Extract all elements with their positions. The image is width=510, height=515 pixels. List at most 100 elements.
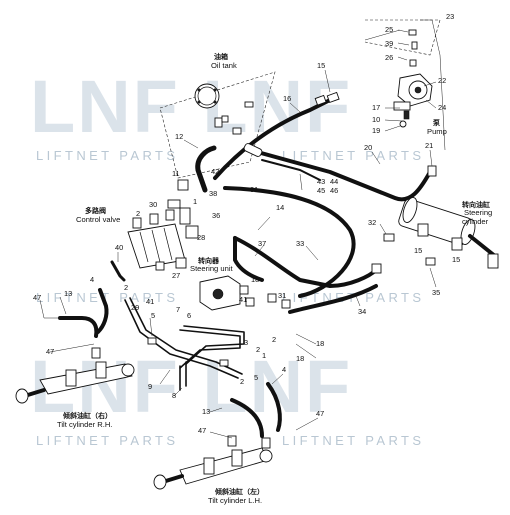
callout-18c: 18	[296, 354, 304, 363]
hose-12	[195, 145, 217, 193]
callout-31b: 31	[278, 291, 286, 300]
callout-47d: 47	[316, 409, 324, 418]
callout-9: 9	[148, 382, 152, 391]
callout-4b: 4	[282, 365, 286, 374]
callout-numbers: 23 25 39 26 22 24 17 10 19 15 16 20 21 1…	[33, 12, 460, 435]
callout-19: 19	[372, 126, 380, 135]
callout-33: 33	[296, 239, 304, 248]
callout-22: 22	[438, 76, 446, 85]
callout-6: 6	[187, 311, 191, 320]
callout-11: 11	[172, 169, 180, 178]
pressure-line-14	[223, 186, 356, 298]
fittings-43-46	[243, 143, 321, 181]
control-valve-label-cn: 多路阀	[85, 206, 106, 215]
watermark-band-6: LIFTNET PARTS	[282, 433, 424, 448]
callout-2a: 2	[136, 209, 140, 218]
callout-7: 7	[176, 305, 180, 314]
pump-label-cn: 泵	[432, 118, 440, 127]
callout-43: 43	[317, 177, 325, 186]
callout-2d: 2	[272, 335, 276, 344]
pump-label-en: Pump	[427, 127, 447, 136]
watermark-logo-top: LNF LNF	[30, 65, 352, 148]
callout-16: 16	[283, 94, 291, 103]
control-valve-label-en: Control valve	[76, 215, 120, 224]
callout-1b: 1	[262, 351, 266, 360]
callout-39: 39	[385, 39, 393, 48]
oil-tank	[159, 71, 276, 179]
callout-2e: 2	[240, 377, 244, 386]
callout-36: 36	[212, 211, 220, 220]
callout-23: 23	[446, 12, 454, 21]
callout-45: 45	[317, 186, 325, 195]
callout-47a: 47	[33, 293, 41, 302]
callout-8: 8	[172, 391, 176, 400]
callout-27: 27	[172, 271, 180, 280]
oil-tank-label-cn: 油箱	[214, 52, 228, 61]
callout-47b: 47	[46, 347, 54, 356]
callout-34: 34	[358, 307, 366, 316]
watermark-band-2: LIFTNET PARTS	[282, 148, 424, 163]
callout-25: 25	[385, 25, 393, 34]
hose-34	[288, 284, 378, 314]
callout-3: 3	[244, 338, 248, 347]
callout-37: 37	[258, 239, 266, 248]
tilt-rh-label-en: Tilt cylinder R.H.	[57, 420, 112, 429]
steering-cyl-label-cn: 转向油缸	[462, 200, 490, 209]
callout-28: 28	[197, 233, 205, 242]
callout-5: 5	[151, 311, 155, 320]
watermark-band-3: LIFTNET PARTS	[36, 290, 178, 305]
callout-1: 1	[193, 197, 197, 206]
callout-46: 46	[330, 186, 338, 195]
callout-41a: 41	[146, 297, 154, 306]
callout-18b: 18	[316, 339, 324, 348]
callout-13a: 13	[64, 289, 72, 298]
steering-unit	[199, 275, 291, 311]
callout-15c: 15	[452, 255, 460, 264]
callout-2c: 2	[256, 345, 260, 354]
callout-32: 32	[368, 218, 376, 227]
fitting-32	[383, 233, 436, 266]
tilt-lh-label-en: Tilt cylinder L.H.	[208, 496, 262, 505]
pump	[364, 19, 441, 128]
callout-10: 10	[372, 115, 380, 124]
tilt-hose-rh	[58, 288, 109, 338]
watermark-band-1: LIFTNET PARTS	[36, 148, 178, 163]
oil-tank-label-en: Oil tank	[211, 61, 237, 70]
tilt-lh-label-cn: 倾斜油缸（左）	[214, 487, 264, 496]
watermark-band-5: LIFTNET PARTS	[36, 433, 178, 448]
hose-37	[233, 236, 264, 282]
tilt-hose-lh	[230, 382, 282, 438]
callout-26: 26	[385, 53, 393, 62]
callout-14: 14	[276, 203, 284, 212]
callout-30: 30	[149, 200, 157, 209]
callout-38: 38	[209, 189, 217, 198]
callout-15a: 15	[317, 61, 325, 70]
callout-17: 17	[372, 103, 380, 112]
callout-31a: 31	[250, 185, 258, 194]
callout-15b: 15	[414, 246, 422, 255]
callout-20: 20	[364, 143, 372, 152]
callout-18a: 18	[251, 275, 259, 284]
callout-40: 40	[115, 243, 123, 252]
callout-4a: 4	[90, 275, 94, 284]
callout-24: 24	[438, 103, 446, 112]
control-valve	[110, 179, 199, 282]
callout-41b: 41	[239, 295, 247, 304]
steering-cyl-label-en1: Steering	[464, 208, 492, 217]
steering-unit-label-en: Steering unit	[190, 264, 234, 273]
tilt-cylinder-lh	[153, 435, 273, 490]
tilt-rh-label-cn: 倾斜油缸（右）	[62, 411, 112, 420]
callout-5b: 5	[254, 373, 258, 382]
hose-33	[233, 236, 382, 288]
tilt-cylinder-rh	[15, 347, 135, 404]
callout-29: 29	[131, 303, 139, 312]
tilt-steel-lines	[124, 297, 245, 391]
callout-2b: 2	[124, 283, 128, 292]
callout-47c: 47	[198, 426, 206, 435]
steering-cyl-label-en2: cylinder	[462, 217, 489, 226]
callout-44: 44	[330, 177, 338, 186]
callout-35: 35	[432, 288, 440, 297]
callout-12: 12	[175, 132, 183, 141]
